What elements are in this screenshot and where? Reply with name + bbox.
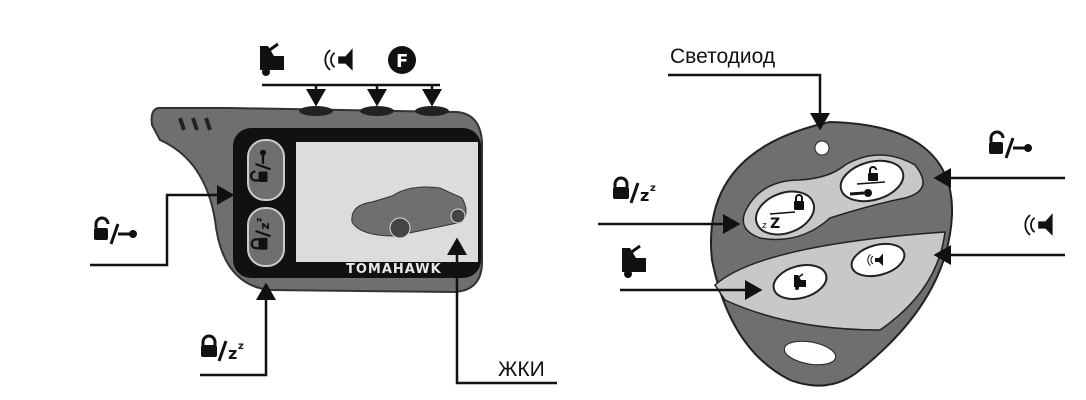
keyring-hole — [783, 340, 837, 366]
function-f-icon: F — [388, 46, 416, 74]
svg-text:Z: Z — [770, 216, 780, 232]
lcd-pager-remote: TOMAHAWK — [150, 106, 483, 294]
lock-sleep-icon — [199, 334, 246, 365]
function-button[interactable] — [415, 106, 449, 116]
horn-icon — [1024, 212, 1054, 237]
unlock-button[interactable] — [836, 154, 908, 207]
svg-text:z: z — [762, 221, 767, 231]
car-door-button[interactable] — [770, 260, 830, 305]
keyfob-remote: z Z — [710, 120, 954, 387]
lock-open-key-icon — [92, 216, 139, 246]
horn-button[interactable] — [848, 239, 908, 282]
led — [814, 140, 830, 156]
lock-button[interactable] — [247, 207, 285, 267]
car-door-icon — [258, 42, 286, 78]
led-label: Светодиод — [670, 45, 775, 68]
car-door-button[interactable] — [299, 106, 333, 116]
svg-text:F: F — [396, 51, 408, 72]
lcd-label: ЖКИ — [498, 358, 545, 381]
lock-button[interactable]: z Z — [750, 184, 820, 242]
car-image — [351, 186, 467, 239]
horn-button[interactable] — [360, 106, 394, 116]
brand-label: TOMAHAWK — [346, 262, 442, 277]
horn-icon — [324, 47, 354, 72]
lock-open-key-icon — [987, 130, 1034, 160]
lock-sleep-icon — [611, 176, 658, 207]
car-door-icon — [620, 244, 648, 280]
unlock-button[interactable] — [247, 139, 285, 201]
